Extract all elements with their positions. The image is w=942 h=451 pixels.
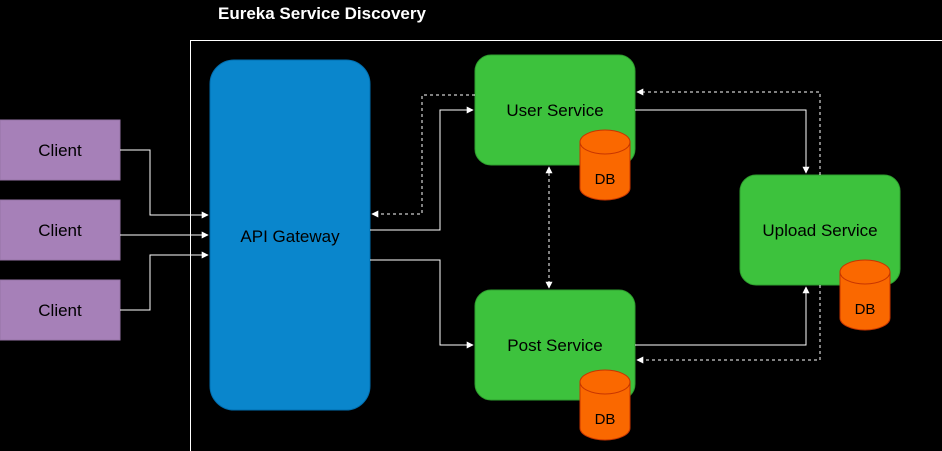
user-service-label: User Service [506, 101, 603, 120]
upload-db-label: DB [855, 301, 876, 318]
diagram-title: Eureka Service Discovery [218, 4, 426, 23]
post-db-label: DB [595, 411, 616, 428]
connector-gateway-user [370, 106, 474, 231]
post-service-label: Post Service [507, 336, 602, 355]
post-db-cylinder[interactable]: DB [579, 369, 631, 441]
connector-client3-gateway [120, 251, 209, 311]
upload-service-node[interactable]: Upload Service [739, 174, 901, 286]
connector-user-gateway-dashed [371, 94, 475, 218]
api-gateway-label: API Gateway [240, 227, 340, 246]
eureka-boundary [190, 40, 942, 451]
client-node[interactable]: Client [0, 279, 121, 341]
client-label: Client [38, 221, 82, 240]
connector-upload-user-dashed [636, 88, 821, 175]
upload-service-label: Upload Service [762, 221, 877, 240]
client-node[interactable]: Client [0, 199, 121, 261]
api-gateway-node[interactable]: API Gateway [209, 59, 371, 411]
user-db-label: DB [595, 171, 616, 188]
connector-user-upload [635, 109, 810, 174]
connector-client1-gateway [120, 149, 209, 219]
client-label: Client [38, 301, 82, 320]
client-label: Client [38, 141, 82, 160]
connector-post-upload [635, 286, 810, 346]
connector-gateway-post [370, 259, 474, 349]
upload-db-cylinder[interactable]: DB [839, 259, 891, 331]
user-db-cylinder[interactable]: DB [579, 129, 631, 201]
connector-upload-post-dashed [636, 285, 821, 364]
client-node[interactable]: Client [0, 119, 121, 181]
